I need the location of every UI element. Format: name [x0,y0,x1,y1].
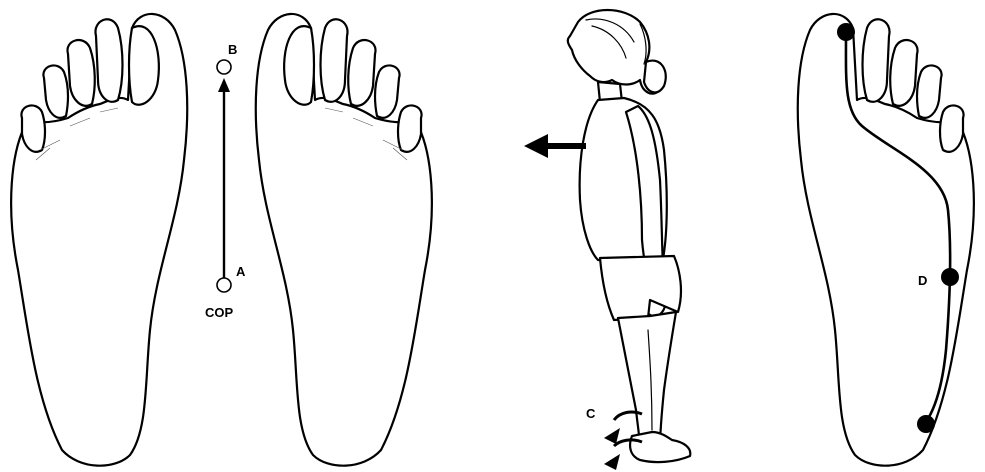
second-toe-left [95,19,122,101]
label-b: B [228,42,237,57]
label-cop: COP [205,305,234,320]
label-c: C [586,406,596,421]
toe-off-point [837,23,855,41]
legs [618,312,676,448]
left-foot-sole [11,14,187,466]
fourth-toe-left [43,65,68,117]
third-toe-left [67,40,94,106]
label-a: A [236,264,246,279]
cop-path-arrow: B A COP [205,42,246,320]
right-foot-sole [256,14,432,466]
feet [630,432,690,462]
arrow-left-icon [524,134,548,158]
ponytail [644,61,666,93]
arrowhead-up-icon [218,78,230,92]
gait-foot-sole [798,14,974,466]
point-a-marker [217,278,231,292]
big-toe-left [129,26,159,105]
label-d: D [918,273,927,288]
little-toe-left [21,105,45,151]
shorts [600,256,681,320]
heel-strike-point [917,415,935,433]
point-d-marker [941,268,959,286]
forward-lean-arrow [524,134,586,158]
sway-arrow-2-icon [604,454,620,470]
standing-person-figure: C [568,10,690,470]
point-b-marker [217,60,231,74]
